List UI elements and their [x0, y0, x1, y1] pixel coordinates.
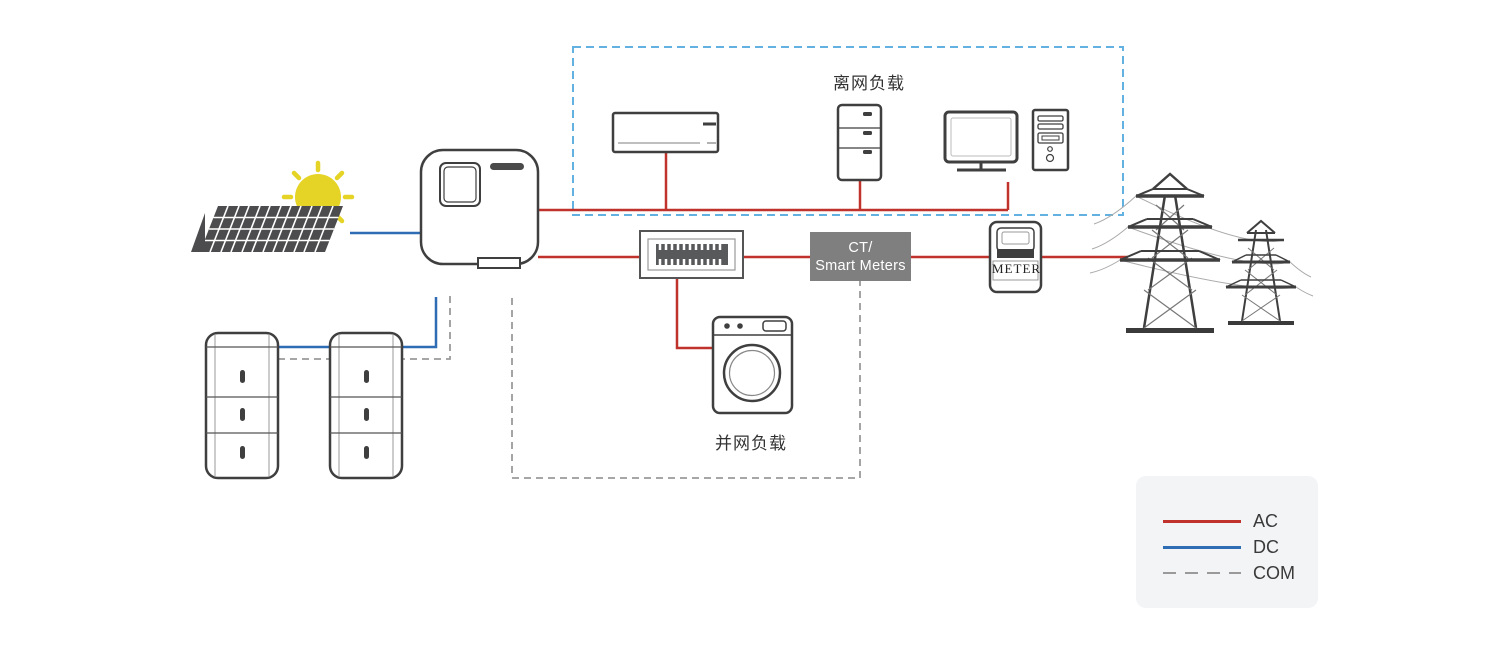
- transmission-towers-icon: [1089, 172, 1314, 333]
- refrigerator-icon: [836, 103, 883, 182]
- computer-icon: [943, 108, 1070, 172]
- com-line-inverter-to-ct: [511, 281, 861, 479]
- legend-label-ac: AC: [1253, 510, 1279, 531]
- legend-label-com: COM: [1253, 562, 1295, 583]
- offgrid-zone-border: [572, 46, 1124, 216]
- ct-label-line1: CT/: [848, 239, 873, 256]
- inverter-icon: [419, 148, 540, 269]
- offgrid-load-label: 离网负载: [833, 74, 905, 93]
- distribution-board-icon: [639, 230, 744, 279]
- air-conditioner-icon: [611, 111, 720, 154]
- legend-item-com: COM: [1163, 560, 1318, 586]
- meter-label: METER: [992, 261, 1042, 276]
- legend-label-dc: DC: [1253, 536, 1279, 557]
- ac-line-offgrid-bus: [538, 152, 1010, 212]
- washing-machine-icon: [711, 315, 794, 415]
- legend-item-ac: AC: [1163, 508, 1318, 534]
- ct-label-line2: Smart Meters: [815, 257, 906, 274]
- ct-smart-meters-label: CT/ Smart Meters: [810, 232, 911, 281]
- ac-line-breaker-to-washer: [675, 278, 713, 350]
- battery-stack-2-icon: [328, 331, 404, 480]
- energy-meter-icon: [988, 220, 1043, 294]
- legend-panel: AC DC COM: [1136, 476, 1318, 608]
- ac-line-swatch: [1163, 519, 1241, 523]
- solar-panel-icon: [191, 205, 343, 253]
- ct-smart-meters-box: [810, 232, 911, 281]
- com-line-swatch: [1163, 572, 1241, 574]
- com-line-battery-to-inverter: [278, 295, 451, 360]
- grid-load-label: 并网负载: [715, 434, 787, 453]
- dc-line-swatch: [1163, 545, 1241, 549]
- battery-stack-1-icon: [204, 331, 280, 480]
- legend-item-dc: DC: [1163, 534, 1318, 560]
